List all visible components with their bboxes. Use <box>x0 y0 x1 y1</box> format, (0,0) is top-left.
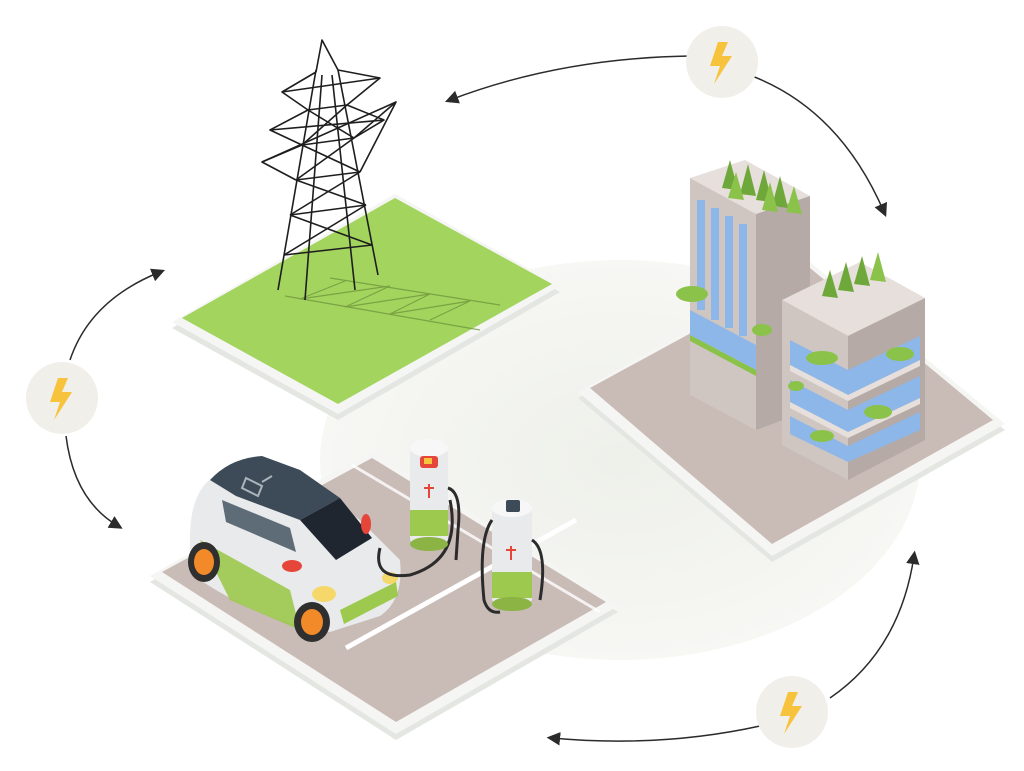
charging-station-1 <box>410 439 461 561</box>
rooftop-trees <box>722 160 802 214</box>
arrow-to-buildings <box>751 75 887 217</box>
transmission-tower-icon <box>261 39 397 301</box>
ev-charging-tile <box>150 439 618 740</box>
arrow-to-grid <box>444 55 691 104</box>
arrow-to-buildings-bottom <box>829 550 920 699</box>
lightning-bolt-icon <box>780 692 802 734</box>
lightning-bolt-icon <box>50 378 72 420</box>
energy-badge-top <box>686 26 758 98</box>
tower-shadow <box>284 277 501 331</box>
smart-buildings-tile <box>578 160 1005 562</box>
terraced-green-building <box>782 252 925 480</box>
electric-car-icon <box>188 456 401 642</box>
energy-badge-left <box>26 362 98 434</box>
arrow-to-grid-left <box>69 268 166 361</box>
lightning-bolt-icon <box>710 42 732 84</box>
power-grid-tile <box>172 39 560 420</box>
arrow-to-ev <box>65 435 123 529</box>
charging-station-2 <box>480 499 545 614</box>
energy-badge-bottom <box>756 676 828 748</box>
cycle-arrows <box>65 55 920 746</box>
charging-cable <box>377 499 454 578</box>
arrow-to-ev-bottom <box>546 725 761 746</box>
